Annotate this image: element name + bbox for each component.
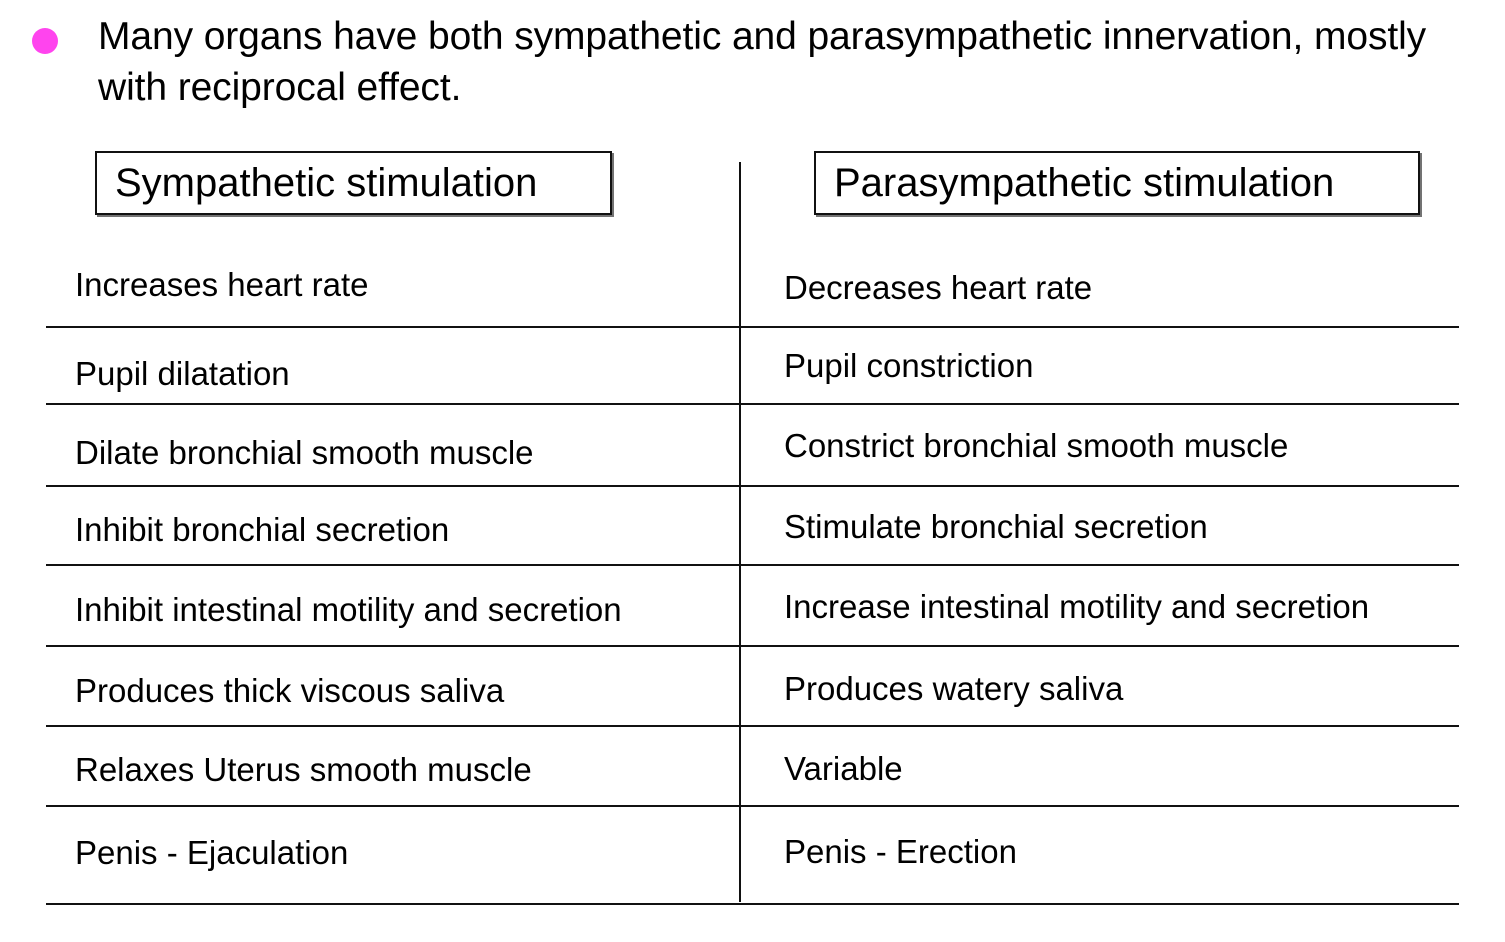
row-divider [741,485,1459,487]
table-cell-parasympathetic: Variable [784,750,903,787]
bullet-marker-icon [32,28,58,54]
row-divider [46,403,739,405]
table-cell-sympathetic: Pupil dilatation [75,355,290,392]
row-divider [46,805,739,807]
table-cell-sympathetic: Produces thick viscous saliva [75,672,505,709]
bullet-paragraph: Many organs have both sympathetic and pa… [0,12,1460,113]
table-cell-sympathetic: Inhibit bronchial secretion [75,511,450,548]
row-divider [741,805,1459,807]
table-cell-sympathetic: Increases heart rate [75,266,369,303]
table-cell-sympathetic: Dilate bronchial smooth muscle [75,434,534,471]
row-divider [46,485,739,487]
column-header-sympathetic-label: Sympathetic stimulation [115,160,538,205]
row-divider [46,645,739,647]
row-divider [741,403,1459,405]
table-cell-parasympathetic: Constrict bronchial smooth muscle [784,427,1289,464]
row-divider [46,326,739,328]
table-bottom-border [46,903,1459,905]
column-header-parasympathetic-label: Parasympathetic stimulation [834,160,1335,205]
row-divider [741,326,1459,328]
table-cell-sympathetic: Penis - Ejaculation [75,834,349,871]
table-cell-sympathetic: Inhibit intestinal motility and secretio… [75,591,622,628]
table-cell-parasympathetic: Penis - Erection [784,833,1017,870]
bullet-text: Many organs have both sympathetic and pa… [98,15,1427,109]
column-header-parasympathetic: Parasympathetic stimulation [814,151,1420,215]
table-cell-parasympathetic: Decreases heart rate [784,269,1093,306]
column-header-sympathetic: Sympathetic stimulation [95,151,612,215]
row-divider [46,564,739,566]
table-cell-sympathetic: Relaxes Uterus smooth muscle [75,751,532,788]
row-divider [46,725,739,727]
table-cell-parasympathetic: Increase intestinal motility and secreti… [784,588,1370,625]
row-divider [741,564,1459,566]
table-cell-parasympathetic: Pupil constriction [784,347,1034,384]
column-divider [739,162,741,902]
row-divider [741,645,1459,647]
row-divider [741,725,1459,727]
table-cell-parasympathetic: Stimulate bronchial secretion [784,508,1208,545]
table-cell-parasympathetic: Produces watery saliva [784,670,1124,707]
